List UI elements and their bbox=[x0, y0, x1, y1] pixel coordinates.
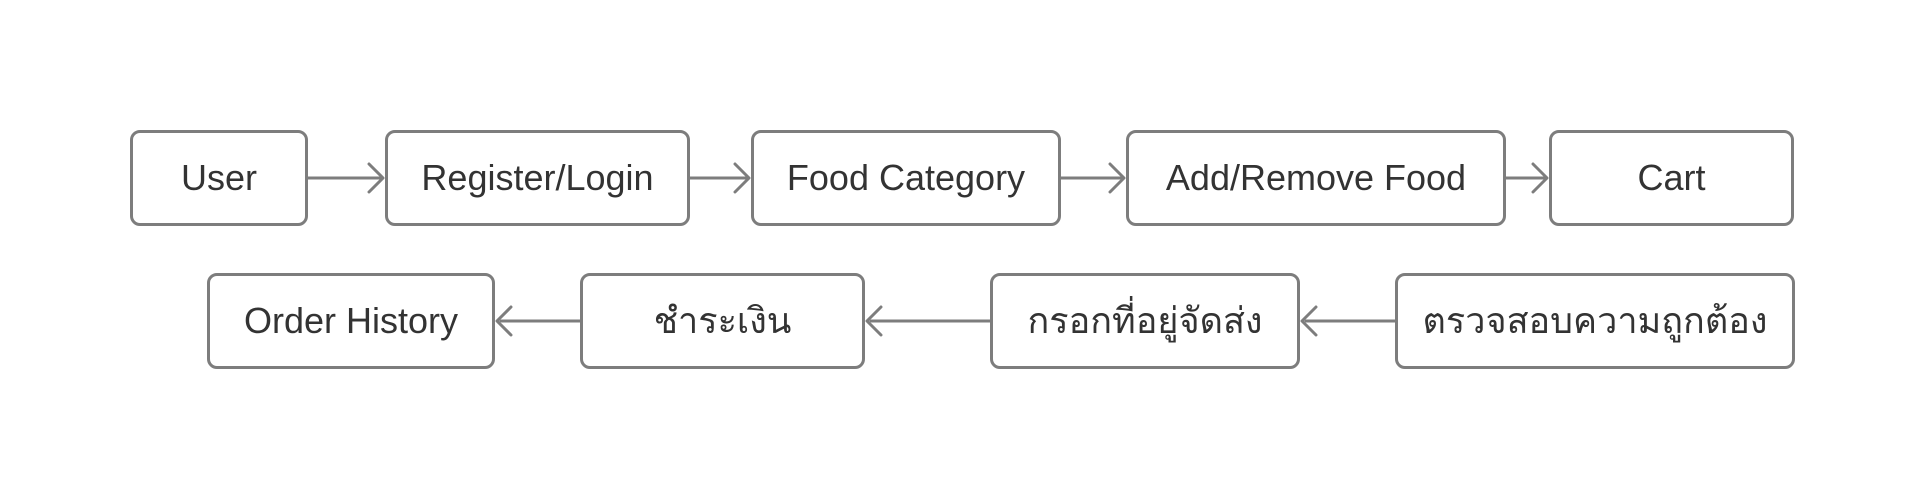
flow-node-label: Cart bbox=[1637, 157, 1706, 198]
arrow-right-icon bbox=[1061, 162, 1126, 194]
flow-node-label: User bbox=[180, 157, 257, 198]
flow-node-verify-correctness: ตรวจสอบความถูกต้อง bbox=[1395, 273, 1795, 369]
flow-node-food-category: Food Category bbox=[751, 130, 1061, 226]
arrow-right-icon bbox=[308, 162, 385, 194]
flow-node-payment: ชำระเงิน bbox=[580, 273, 865, 369]
arrow-left-icon bbox=[1300, 305, 1395, 337]
flow-node-label: กรอกที่อยู่จัดส่ง bbox=[1027, 300, 1263, 341]
flow-node-label: ชำระเงิน bbox=[653, 300, 792, 341]
flow-node-label: Order History bbox=[243, 300, 459, 341]
flow-node-label: Add/Remove Food bbox=[1165, 157, 1467, 198]
flow-node-label: ตรวจสอบความถูกต้อง bbox=[1422, 300, 1768, 341]
flow-node-add-remove-food: Add/Remove Food bbox=[1126, 130, 1506, 226]
arrow-left-icon bbox=[865, 305, 990, 337]
flow-node-register-login: Register/Login bbox=[385, 130, 690, 226]
flow-node-label: Food Category bbox=[786, 157, 1026, 198]
arrow-right-icon bbox=[1506, 162, 1549, 194]
arrow-left-icon bbox=[495, 305, 580, 337]
flow-node-cart: Cart bbox=[1549, 130, 1794, 226]
flow-node-order-history: Order History bbox=[207, 273, 495, 369]
flow-node-user: User bbox=[130, 130, 308, 226]
flow-node-label: Register/Login bbox=[421, 157, 654, 198]
flow-node-shipping-address: กรอกที่อยู่จัดส่ง bbox=[990, 273, 1300, 369]
arrow-right-icon bbox=[690, 162, 751, 194]
